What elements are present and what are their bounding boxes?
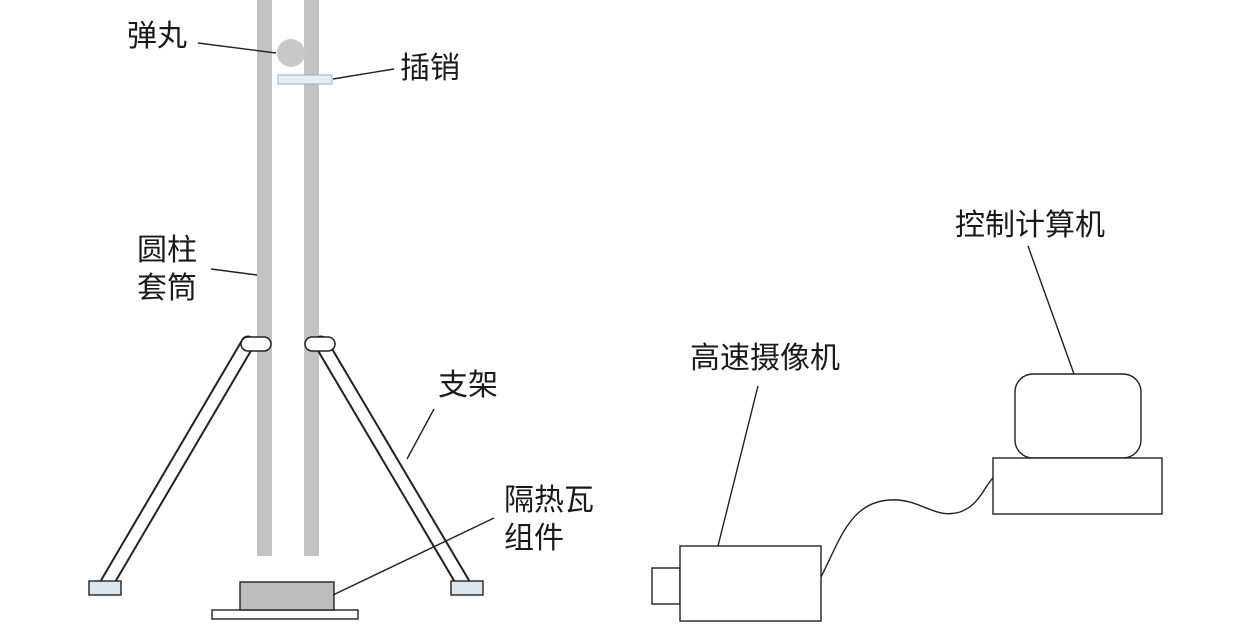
insulation-tile-assembly: [211, 581, 359, 620]
high-speed-camera-label: 高速摄像机: [690, 341, 840, 376]
pin: [277, 74, 333, 85]
insulation-tile-block: [239, 581, 335, 611]
pellet-label: 弹丸: [127, 19, 187, 54]
control-computer-label: 控制计算机: [955, 208, 1105, 243]
pin-leader-line: [332, 68, 395, 80]
computer-base-unit: [992, 457, 1163, 515]
cylinder-sleeve-left-wall: [257, 0, 272, 556]
insulation-tile-assembly-label: 隔热瓦 组件: [504, 483, 594, 556]
pellet-leader-line: [197, 42, 277, 54]
insulation-tile-leader-line: [332, 517, 495, 596]
insulation-tile-base-plate: [211, 609, 359, 620]
bracket-label: 支架: [438, 368, 498, 403]
camera-computer-cable: [820, 477, 994, 578]
camera-lens: [651, 567, 681, 605]
cylinder-sleeve: [257, 0, 319, 556]
cylinder-sleeve-leader-line: [210, 268, 258, 276]
camera-body: [679, 545, 822, 622]
camera-leader-line: [717, 385, 759, 547]
bracket-right-leg: [304, 335, 484, 596]
bracket-leader-line: [406, 408, 435, 460]
pin-label: 插销: [400, 51, 460, 86]
control-computer: [992, 373, 1163, 515]
computer-leader-line: [1027, 245, 1075, 375]
bracket-left-foot: [88, 580, 122, 596]
computer-monitor: [1014, 373, 1142, 459]
bracket-left-leg: [88, 335, 272, 596]
high-speed-camera: [651, 545, 822, 622]
cylinder-sleeve-label: 圆柱 套筒: [137, 233, 197, 306]
cylinder-sleeve-right-wall: [304, 0, 319, 556]
pellet: [277, 39, 305, 67]
bracket-right-foot: [450, 580, 484, 596]
